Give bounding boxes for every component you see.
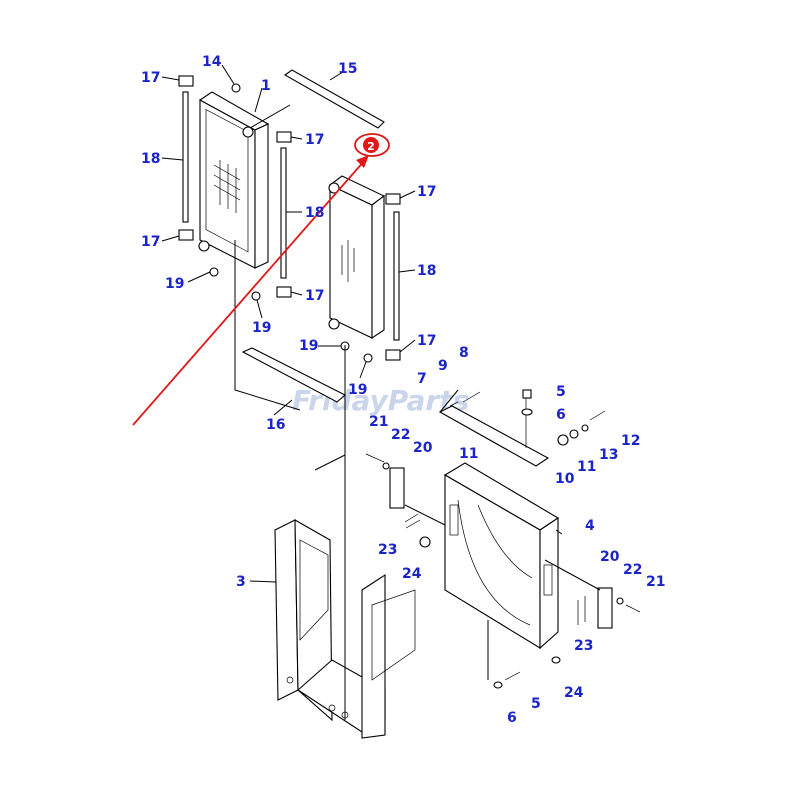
- callout-label: 19: [165, 276, 184, 292]
- leader-lines: [161, 64, 563, 583]
- callout-label: 17: [141, 70, 160, 86]
- callout-label: 6: [556, 407, 566, 423]
- callout-label: 19: [299, 338, 318, 354]
- callout-label: 18: [141, 151, 160, 167]
- callout-label: 11: [459, 446, 478, 462]
- callout-label: 23: [574, 638, 593, 654]
- callout-label: 18: [305, 205, 324, 221]
- callout-label: 9: [438, 358, 448, 374]
- bracket-15: [283, 69, 385, 129]
- callout-label: 17: [141, 234, 160, 250]
- seal-strips-18: [182, 91, 400, 341]
- callout-label: 7: [417, 371, 427, 387]
- pads-17: [178, 75, 401, 361]
- callout-label: 18: [417, 263, 436, 279]
- highlight-marker: 2: [354, 133, 390, 157]
- callout-label: 14: [202, 54, 222, 70]
- callout-label: 24: [564, 685, 584, 701]
- frame-3: [274, 519, 416, 739]
- callout-label: 17: [305, 288, 324, 304]
- callout-label: 16: [266, 417, 285, 433]
- highlight-arrow: [132, 155, 369, 426]
- callout-label: 20: [600, 549, 620, 565]
- callout-label: 15: [338, 61, 357, 77]
- callout-labels: 17 14 1 15 18 17 18 17 17 18 19 19 17 19…: [141, 54, 665, 726]
- callout-label: 19: [252, 320, 271, 336]
- callout-label: 23: [378, 542, 397, 558]
- hardware: [365, 389, 641, 689]
- callout-label: 4: [585, 518, 595, 534]
- callout-label: 1: [261, 78, 271, 94]
- callout-label: 11: [577, 459, 596, 475]
- callout-label: 17: [305, 132, 324, 148]
- callout-label: 21: [646, 574, 665, 590]
- plate-20b: [597, 587, 613, 629]
- radiator-core-1: [198, 91, 270, 269]
- callout-label: 21: [369, 414, 388, 430]
- fan-shroud-4: [443, 462, 560, 650]
- callout-label: 5: [556, 384, 566, 400]
- callout-label: 17: [417, 184, 436, 200]
- callout-label: 22: [391, 427, 410, 443]
- callout-label: 19: [348, 382, 367, 398]
- callout-label: 6: [507, 710, 517, 726]
- plate-20a: [389, 467, 405, 509]
- callout-label: 17: [417, 333, 436, 349]
- highlight-label: 2: [367, 140, 375, 153]
- callout-label: 5: [531, 696, 541, 712]
- callout-label: 24: [402, 566, 422, 582]
- callout-label: 8: [459, 345, 469, 361]
- guide-lines: [234, 104, 601, 720]
- callout-label: 20: [413, 440, 433, 456]
- radiator-core-2: [328, 175, 386, 340]
- callout-label: 3: [236, 574, 246, 590]
- bracket-11: [438, 405, 550, 467]
- callout-label: 22: [623, 562, 642, 578]
- callout-label: 10: [555, 471, 575, 487]
- callout-label: 12: [621, 433, 640, 449]
- callout-label: 13: [599, 447, 618, 463]
